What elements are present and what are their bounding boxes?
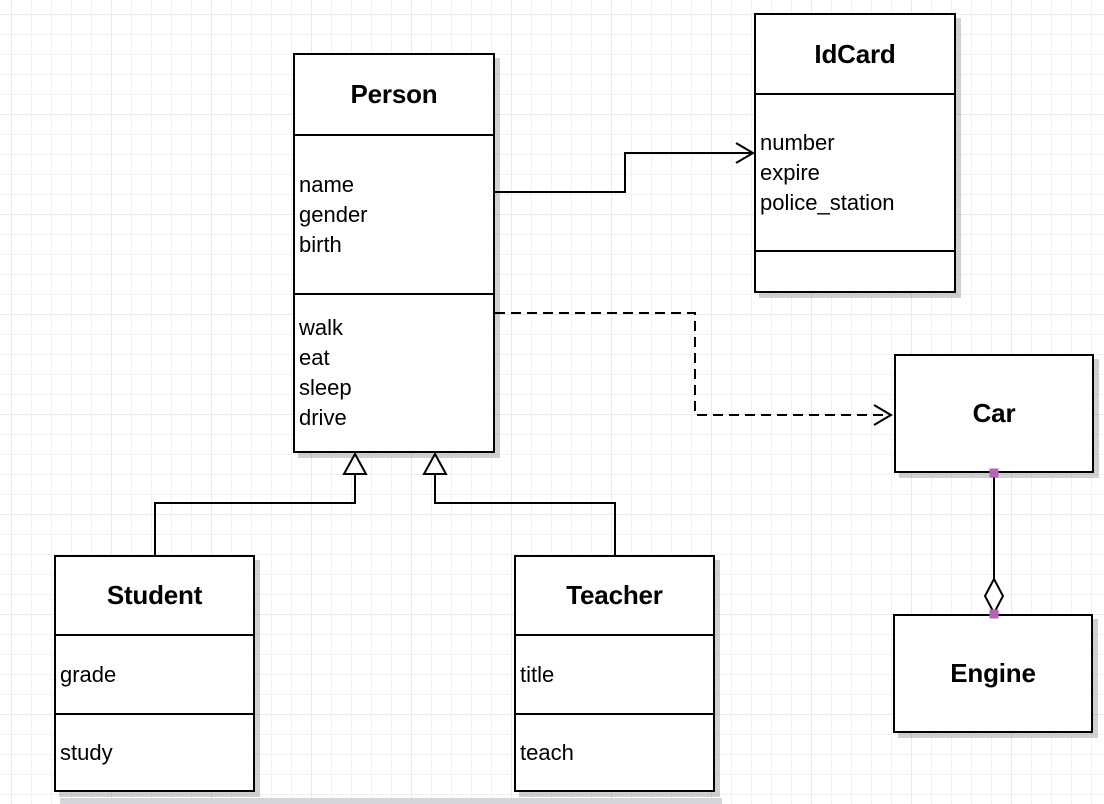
class-attributes-section: title: [516, 634, 713, 713]
open-arrowhead-icon: [735, 142, 755, 164]
class-attributes-section: number expire police_station: [756, 93, 954, 250]
attribute-item: title: [520, 661, 555, 687]
connection-point-icon[interactable]: [989, 609, 999, 619]
canvas-edge-shadow: [60, 798, 722, 804]
class-title: IdCard: [814, 38, 896, 69]
method-item: walk: [299, 315, 344, 340]
class-methods-section: study: [56, 713, 253, 790]
class-box-teacher[interactable]: Teacher title teach: [514, 555, 715, 792]
open-arrowhead-icon: [873, 404, 893, 426]
class-methods-section: [756, 250, 954, 291]
class-box-student[interactable]: Student grade study: [54, 555, 255, 792]
attribute-item: name: [299, 171, 355, 197]
method-item: teach: [520, 739, 574, 765]
edge-student-person-generalization[interactable]: [154, 451, 368, 555]
connection-point-icon[interactable]: [989, 468, 999, 478]
attribute-item: number: [760, 129, 835, 155]
attribute-item: grade: [60, 661, 117, 687]
class-title: Person: [350, 79, 438, 109]
class-methods-section: walk eat sleep drive: [295, 293, 493, 451]
edge-person-car-dependency[interactable]: [495, 312, 893, 426]
attribute-item: birth: [299, 231, 342, 257]
hollow-triangle-icon: [342, 451, 368, 475]
attribute-item: police_station: [760, 189, 895, 215]
edge-person-idcard-association[interactable]: [495, 142, 755, 193]
edge-teacher-person-generalization[interactable]: [422, 451, 616, 555]
method-item: study: [60, 739, 113, 765]
hollow-triangle-icon: [422, 451, 448, 475]
attribute-item: gender: [299, 201, 368, 227]
method-item: sleep: [299, 375, 352, 400]
class-title: Student: [106, 580, 203, 610]
class-attributes-section: grade: [56, 634, 253, 713]
class-title: Engine: [950, 658, 1036, 688]
class-box-engine[interactable]: Engine: [893, 614, 1093, 733]
edge-car-engine-aggregation[interactable]: [983, 468, 1005, 619]
class-title: Teacher: [566, 580, 663, 610]
class-attributes-section: name gender birth: [295, 134, 493, 293]
hollow-diamond-icon: [983, 576, 1005, 616]
method-item: eat: [299, 345, 330, 370]
class-title: Car: [972, 398, 1016, 428]
attribute-item: expire: [760, 159, 820, 185]
class-box-person[interactable]: Person name gender birth walk eat sleep …: [293, 53, 495, 453]
class-box-idcard[interactable]: IdCard number expire police_station: [754, 13, 956, 293]
class-methods-section: teach: [516, 713, 713, 790]
method-item: drive: [299, 405, 347, 430]
